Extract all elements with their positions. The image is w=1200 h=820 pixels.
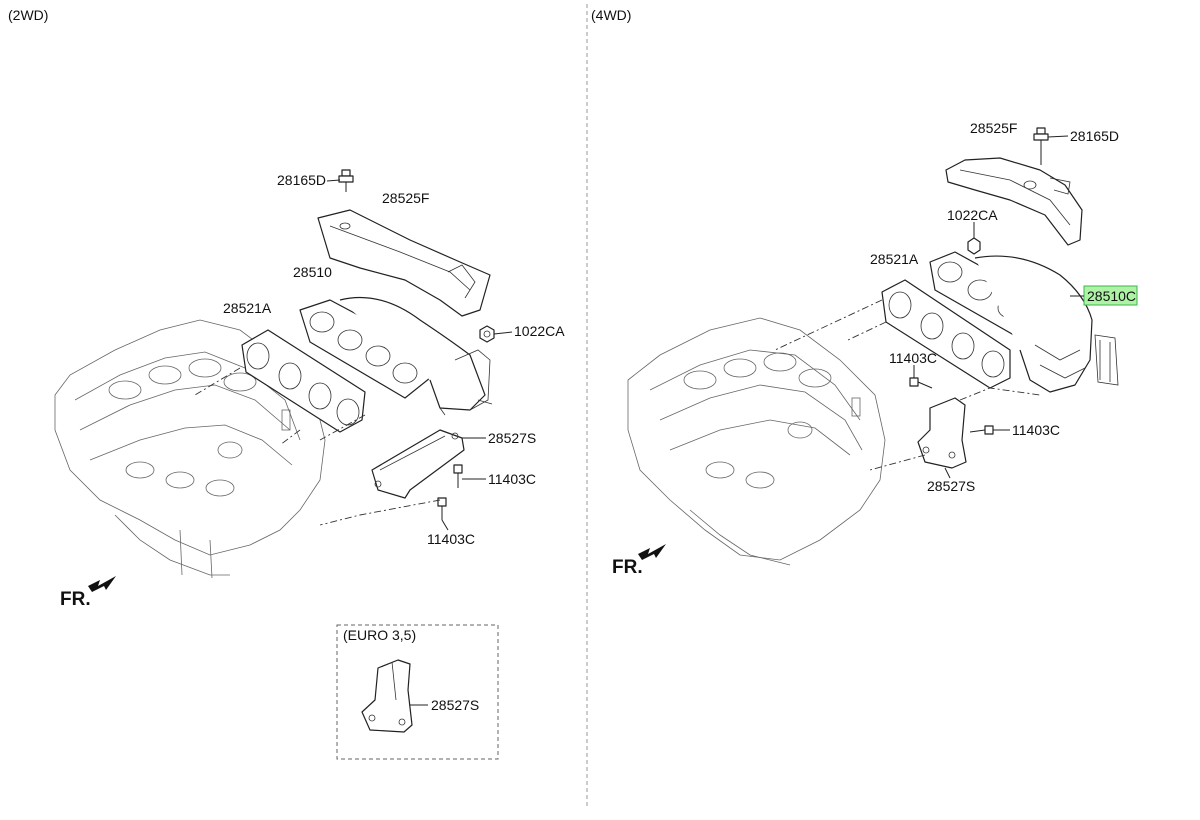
section-title-2wd: (2WD) (8, 7, 48, 23)
label-4wd-1022ca: 1022CA (947, 207, 998, 223)
nut-1022ca-2wd (479, 325, 495, 343)
bolt-11403c-lower-2wd (437, 497, 447, 520)
euro-inset-box (336, 624, 499, 760)
label-2wd-28521a: 28521A (223, 300, 272, 316)
bolt-11403c-left-4wd (909, 377, 933, 389)
label-4wd-28527s: 28527S (927, 478, 975, 494)
engine-block-2wd (54, 319, 326, 579)
label-4wd-11403c-left: 11403C (889, 350, 937, 366)
heat-protector-4wd (945, 157, 1083, 246)
label-4wd-28521a: 28521A (870, 251, 919, 267)
inset-title: (EURO 3,5) (343, 627, 416, 643)
engine-block-4wd (627, 317, 886, 566)
label-2wd-28165d: 28165D (277, 172, 326, 188)
bolt-28165d-2wd (338, 169, 354, 192)
label-2wd-front: FR. (60, 589, 91, 610)
bolt-11403c-right-4wd (969, 425, 994, 435)
label-2wd-28510: 28510 (293, 264, 332, 280)
label-2wd-28525f: 28525F (382, 190, 429, 206)
label-4wd-28525f: 28525F (970, 120, 1017, 136)
bolt-28165d-4wd (1033, 127, 1049, 165)
gasket-2wd (241, 329, 366, 433)
exhaust-manifold-2wd (299, 296, 493, 416)
stay-bracket-4wd (917, 397, 967, 469)
section-title-4wd: (4WD) (591, 7, 631, 23)
stay-bracket-2wd (371, 429, 465, 499)
exhaust-manifold-4wd (929, 251, 1119, 393)
heat-protector-2wd (317, 209, 491, 317)
label-4wd-11403c-right: 11403C (1012, 422, 1060, 438)
bolt-11403c-upper-2wd (453, 464, 463, 488)
label-4wd-28510c: 28510C (1087, 288, 1136, 304)
label-4wd-28165d: 28165D (1070, 128, 1119, 144)
label-euro-28527s: 28527S (431, 697, 479, 713)
front-arrow-2wd (88, 576, 116, 592)
stay-bracket-euro (361, 659, 413, 733)
front-arrow-4wd (638, 544, 666, 560)
label-2wd-11403c-upper: 11403C (488, 471, 536, 487)
label-2wd-1022ca: 1022CA (514, 323, 565, 339)
label-4wd-front: FR. (612, 557, 643, 578)
nut-1022ca-4wd (967, 237, 981, 255)
label-2wd-28527s: 28527S (488, 430, 536, 446)
label-2wd-11403c-lower: 11403C (427, 531, 475, 547)
